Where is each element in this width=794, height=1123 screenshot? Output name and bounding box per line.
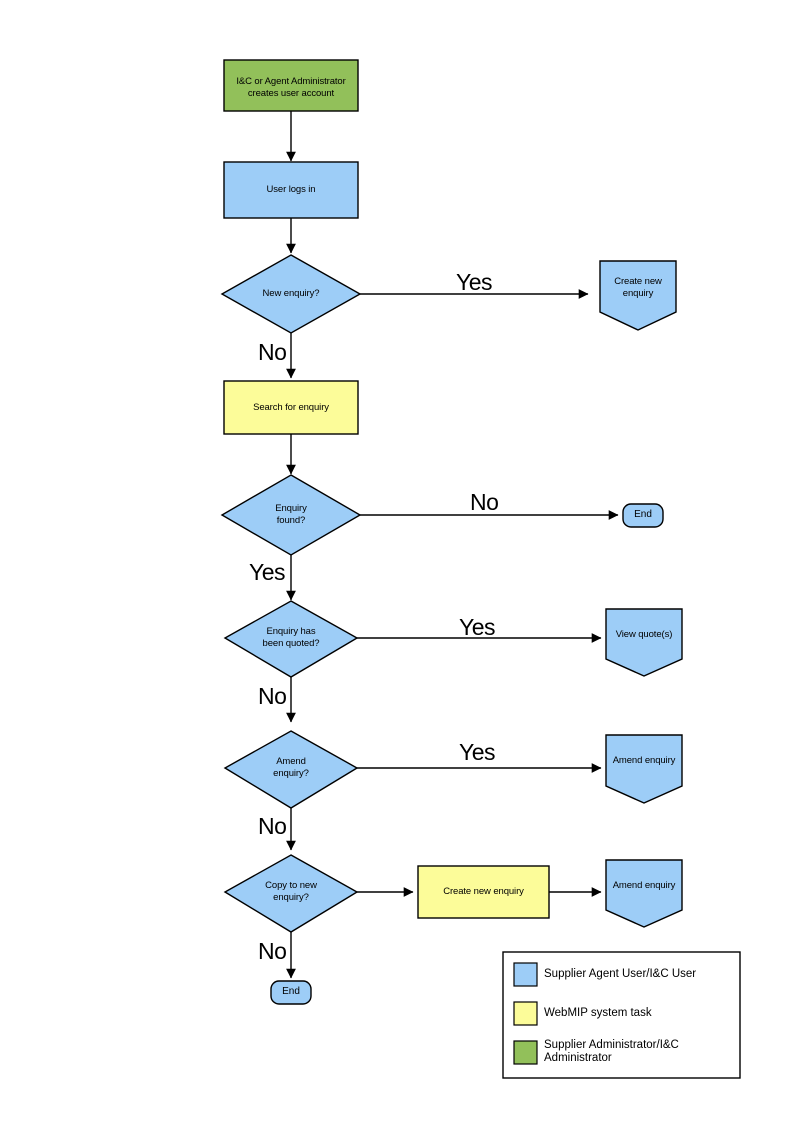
edge-label-copy-to-new-no: No bbox=[258, 938, 287, 964]
node-copy-to-new-enquiry-decision[interactable] bbox=[223, 854, 359, 933]
legend-swatch-supplier-administrator bbox=[513, 1040, 538, 1065]
node-new-enquiry-decision[interactable] bbox=[220, 254, 362, 334]
node-amend-enquiry-decision[interactable] bbox=[223, 730, 359, 809]
connector-group bbox=[286, 110, 619, 979]
node-amend-enquiry-action-2[interactable] bbox=[605, 859, 683, 928]
edge-label-enquiry-quoted-yes: Yes bbox=[459, 614, 496, 640]
node-amend-enquiry-action-1[interactable] bbox=[605, 734, 683, 804]
edge-label-new-enquiry-yes: Yes bbox=[456, 269, 493, 295]
legend-swatch-supplier-agent-user bbox=[513, 962, 538, 987]
node-end-terminator-top[interactable] bbox=[622, 503, 664, 528]
legend-panel bbox=[502, 951, 741, 1079]
node-create-new-enquiry-top[interactable] bbox=[599, 260, 677, 331]
node-enquiry-found-decision[interactable] bbox=[220, 474, 362, 556]
node-user-logs-in[interactable] bbox=[223, 161, 359, 219]
edge-label-new-enquiry-no: No bbox=[258, 339, 287, 365]
legend-label-webmip-system-task: WebMIP system task bbox=[544, 1007, 652, 1019]
legend-swatch-webmip-system-task bbox=[513, 1001, 538, 1026]
legend-label-supplier-administrator: Supplier Administrator/I&C Administrator bbox=[544, 1039, 679, 1064]
legend-label-supplier-agent-user: Supplier Agent User/I&C User bbox=[544, 968, 697, 980]
node-view-quotes[interactable] bbox=[605, 608, 683, 677]
node-end-terminator-bottom[interactable] bbox=[270, 980, 312, 1005]
node-enquiry-quoted-decision[interactable] bbox=[223, 600, 359, 678]
edge-label-enquiry-found-no: No bbox=[470, 489, 499, 515]
node-search-for-enquiry[interactable] bbox=[223, 380, 359, 435]
edge-label-enquiry-found-yes: Yes bbox=[249, 559, 286, 585]
node-label-end-terminator-bottom: End bbox=[282, 986, 300, 997]
node-create-new-enquiry-bottom[interactable] bbox=[417, 865, 550, 919]
edge-label-amend-enquiry-yes: Yes bbox=[459, 739, 496, 765]
edge-label-enquiry-quoted-no: No bbox=[258, 683, 287, 709]
edge-label-amend-enquiry-no: No bbox=[258, 813, 287, 839]
node-label-end-terminator-top: End bbox=[634, 509, 652, 520]
node-admin-creates-user-account[interactable] bbox=[223, 59, 359, 112]
